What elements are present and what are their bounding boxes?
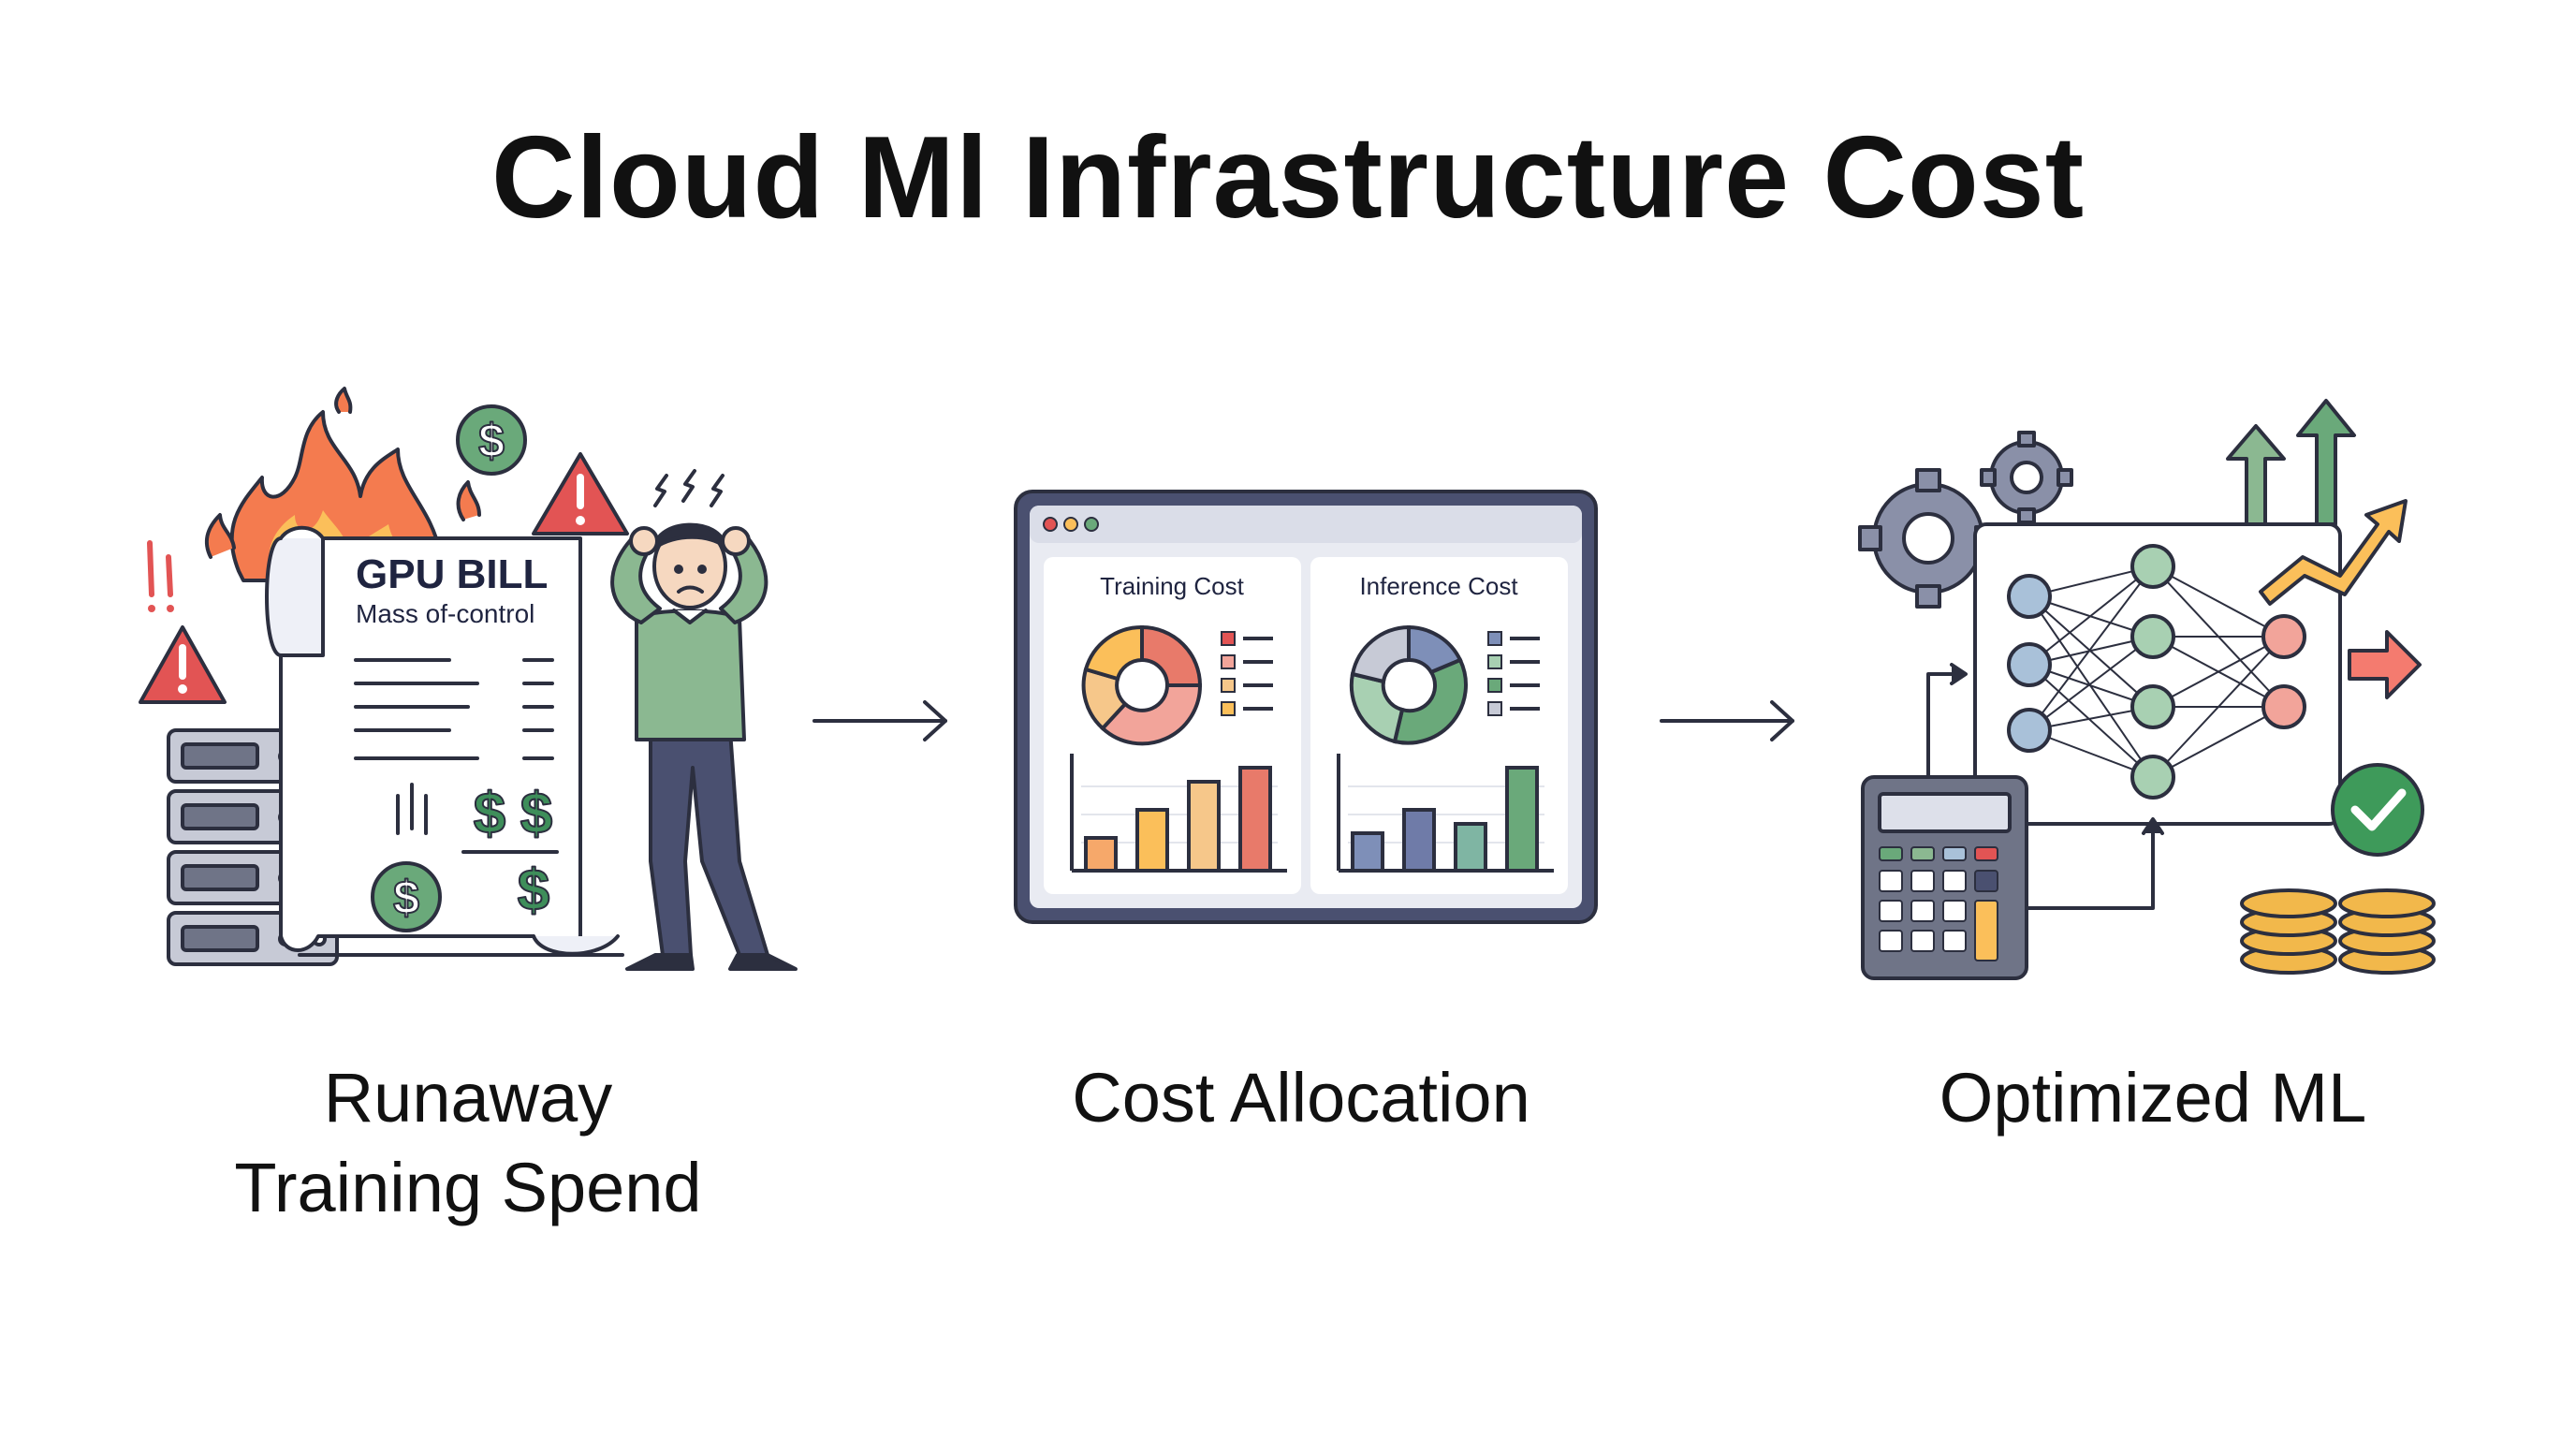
stage-optimized-ml <box>1835 337 2471 1011</box>
svg-text:$: $ <box>393 872 419 924</box>
flow-arrow-icon <box>1660 700 1794 741</box>
bill-subtitle: Mass of-control <box>356 599 534 628</box>
gear-icon <box>1980 431 2073 524</box>
caption-line: Runaway <box>323 1059 613 1137</box>
warning-triangle-icon <box>532 452 629 536</box>
flow-arrow-icon <box>812 700 947 741</box>
caption-line: Cost Allocation <box>1072 1059 1530 1137</box>
cost-allocation-illustration: Training Cost Inference Cost <box>1014 490 1598 924</box>
checkmark-icon <box>2331 763 2424 857</box>
dollar-coin-icon: $ <box>456 404 527 476</box>
stage-cost-allocation: Training Cost Inference Cost <box>992 337 1610 1011</box>
bar-chart-icon <box>1337 754 1554 873</box>
panel-title-training: Training Cost <box>1100 572 1244 600</box>
caption-optimized-ml: Optimized ML <box>1816 1053 2490 1143</box>
stage-runaway-spend: $ <box>131 337 805 1011</box>
calculator-icon <box>1861 775 2028 980</box>
caption-line: Optimized ML <box>1939 1059 2367 1137</box>
bar-chart-icon <box>1070 754 1287 873</box>
caption-runaway-spend: Runaway Training Spend <box>131 1053 805 1233</box>
donut-chart-icon <box>1081 624 1203 746</box>
warning-triangle-icon <box>139 625 227 704</box>
svg-text:$: $ <box>520 782 552 846</box>
panel-title-inference: Inference Cost <box>1359 572 1518 600</box>
page-title: Cloud Ml Infrastructure Cost <box>490 113 2086 242</box>
caption-cost-allocation: Cost Allocation <box>973 1053 1629 1143</box>
svg-text:$: $ <box>518 858 549 923</box>
svg-text:$: $ <box>478 415 505 467</box>
donut-chart-icon <box>1349 624 1468 745</box>
svg-text:$: $ <box>474 782 505 846</box>
exclamation-icon <box>147 540 173 597</box>
up-arrow-icon <box>2296 399 2356 526</box>
bill-title: GPU BILL <box>356 551 548 597</box>
trend-arrow-icon <box>2259 499 2408 606</box>
dollar-coin-icon: $ <box>371 861 442 932</box>
coin-stack-icon <box>2240 888 2436 975</box>
right-arrow-icon <box>2348 630 2422 699</box>
caption-line: Training Spend <box>234 1149 702 1226</box>
stressed-person-icon <box>610 469 798 971</box>
optimized-ml-illustration <box>1858 399 2436 980</box>
up-arrow-icon <box>2226 424 2286 526</box>
dollar-sign-icon: $ $ $ <box>473 781 553 924</box>
receipt-icon <box>265 525 624 957</box>
runaway-spend-illustration: $ <box>139 387 798 971</box>
